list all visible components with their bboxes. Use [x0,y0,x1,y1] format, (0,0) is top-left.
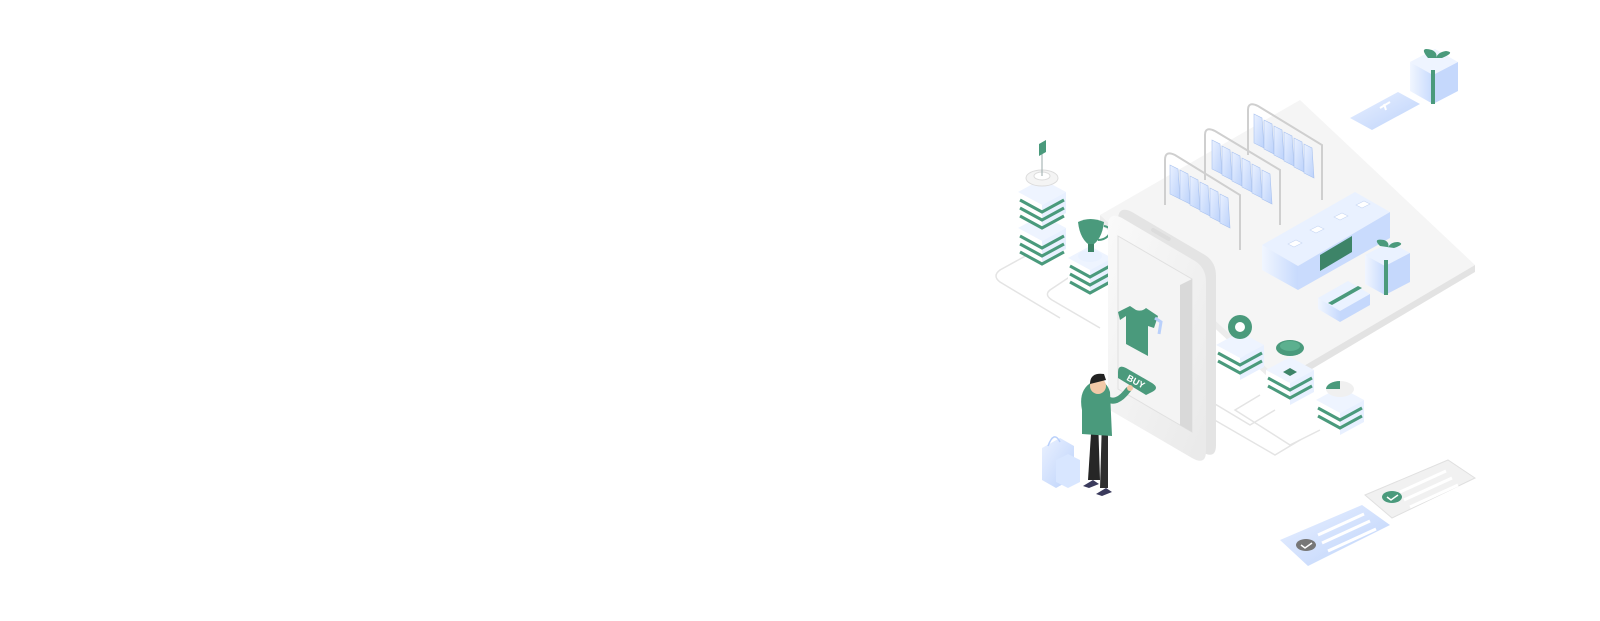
shopping-bags [1042,436,1080,488]
clothing-rack-1 [1164,152,1241,250]
coin-stack [1266,340,1314,405]
receipt-card-gray [1364,459,1477,519]
gift-box-store [1365,239,1410,295]
coupon-ticket [1350,92,1420,130]
trophy-stack [1068,219,1112,295]
server-stack-left [1018,140,1066,266]
gift-box-floating [1410,49,1458,104]
receipt-card-blue [1280,505,1390,566]
check-icon [1296,539,1316,551]
shopper-person [1081,373,1133,496]
display-drawers [1262,192,1390,290]
tshirt-icon [1118,306,1163,356]
package-box [1318,281,1370,322]
check-icon [1382,491,1402,503]
chart-stack [1316,381,1364,435]
clothing-rack-2 [1204,128,1281,225]
gear-stack [1216,315,1264,380]
clothing-rack-3 [1247,103,1323,200]
